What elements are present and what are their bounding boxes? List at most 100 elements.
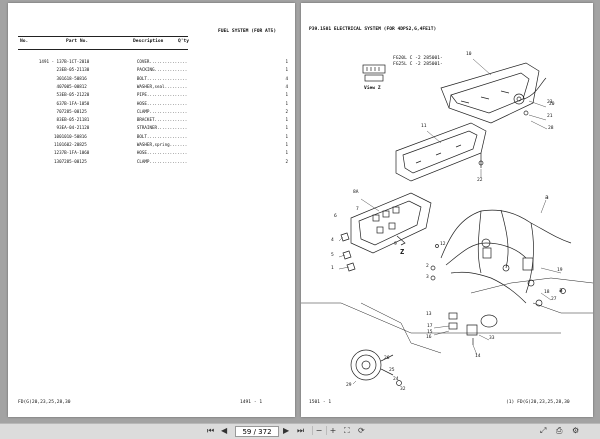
- next-page-icon[interactable]: ▶: [283, 426, 290, 435]
- part-index: 7: [56, 108, 60, 114]
- part-qty: 1: [285, 100, 288, 106]
- part-number: 37B-1FA-1050: [59, 100, 90, 106]
- header-bottom-line: [18, 49, 188, 50]
- part-index: 2: [56, 67, 60, 73]
- part-qty: 1: [285, 59, 288, 65]
- part-description: PACKING.............: [136, 67, 188, 73]
- zoom-out-icon[interactable]: −: [312, 426, 325, 435]
- meter-cluster: [513, 77, 547, 116]
- callout-13: 13: [426, 312, 432, 317]
- letter-a-top: a: [545, 194, 549, 201]
- part-qty: 1: [285, 117, 288, 123]
- callout-15: 15: [427, 330, 433, 335]
- col-header-part-no: Part No.: [66, 39, 89, 44]
- callout-17: 17: [427, 324, 433, 329]
- part-number: 3EB-05-21220: [59, 92, 90, 98]
- part-number: 07005-00812: [59, 83, 87, 89]
- callout-21: 21: [547, 114, 553, 119]
- part-description: WASHER,spring.......: [136, 142, 188, 148]
- last-page-icon[interactable]: ⏭: [297, 426, 305, 435]
- part-qty: 1: [285, 133, 288, 139]
- callout-18: 18: [544, 290, 550, 295]
- callout-5: 5: [331, 253, 334, 258]
- part-index: 11: [54, 142, 60, 148]
- instrument-panel-cover: [440, 62, 540, 124]
- part-description: PIPE................: [136, 92, 188, 98]
- right-footer-page: 1501 - 1: [309, 400, 332, 405]
- callout-14: 14: [475, 354, 481, 359]
- right-page: P39.1501 ELECTRICAL SYSTEM (FOR 4DPS2,G,…: [301, 3, 593, 417]
- part-description: HOSE................: [136, 100, 188, 106]
- header-top-line: [18, 36, 188, 37]
- zoom-in-icon[interactable]: +: [326, 426, 339, 435]
- part-qty: 1: [285, 92, 288, 98]
- chassis-outline: [301, 277, 593, 354]
- part-description: BOLT................: [136, 133, 188, 139]
- part-qty: 1: [285, 125, 288, 131]
- part-qty: 2: [285, 108, 288, 114]
- print-icon[interactable]: ⎙: [556, 426, 563, 435]
- callout-19: 19: [557, 268, 563, 273]
- callout-10: 10: [466, 52, 472, 57]
- callout-3: 3: [426, 275, 429, 280]
- part-qty: 1: [285, 67, 288, 73]
- rotate-icon[interactable]: ⟳: [358, 426, 365, 435]
- left-page: No. Part No. Description Q'ty FUEL SYSTE…: [8, 3, 295, 417]
- callout-7: 7: [356, 207, 359, 212]
- settings-icon[interactable]: ⚙: [572, 426, 580, 435]
- first-page-icon[interactable]: ⏮: [207, 426, 215, 435]
- part-qty: 4: [285, 83, 288, 89]
- small-parts: [340, 232, 439, 281]
- callout-26: 26: [384, 356, 390, 361]
- z-arrow-label: Z: [400, 248, 405, 256]
- part-index: 13: [54, 158, 60, 164]
- part-index: 3: [56, 75, 60, 81]
- callout-9: 9: [394, 242, 397, 247]
- part-qty: 2: [285, 158, 288, 164]
- callout-11: 11: [421, 124, 427, 129]
- callout-28: 28: [548, 126, 554, 131]
- right-footer-model: (1) FD(G)20,23,25,28,30: [506, 400, 570, 405]
- col-header-qty: Q'ty: [178, 39, 190, 44]
- part-number: 01618-50816: [59, 75, 87, 81]
- callout-22: 22: [477, 178, 483, 183]
- part-number: 3EA-04-21120: [59, 125, 90, 131]
- horn-assembly: [350, 349, 402, 386]
- callout-4: 4: [331, 238, 334, 243]
- part-description: HOSE................: [136, 150, 188, 156]
- part-description: STRAINER............: [136, 125, 188, 131]
- callout-1: 1: [331, 266, 334, 271]
- callout-20: 20: [549, 102, 555, 107]
- callout-33: 33: [489, 336, 495, 341]
- part-index: 5: [56, 92, 60, 98]
- part-number: 3EB-05-21181: [59, 117, 90, 123]
- callout-29: 29: [346, 383, 352, 388]
- callout-27: 27: [551, 297, 557, 302]
- part-description: BRACKET.............: [136, 117, 188, 123]
- prev-page-icon[interactable]: ◀: [221, 426, 228, 435]
- callout-8a: 8A: [353, 190, 359, 195]
- part-index: 9: [56, 125, 60, 131]
- view-z-label: View Z: [364, 86, 381, 91]
- part-description: WASHER,seal.........: [136, 83, 188, 89]
- fit-page-icon[interactable]: ⛶: [344, 426, 350, 435]
- callout-2: 2: [426, 264, 429, 269]
- page-number-input[interactable]: [235, 426, 279, 437]
- fullscreen-icon[interactable]: ⤢: [540, 426, 547, 435]
- part-number: 07285-00125: [59, 108, 87, 114]
- callout-12: 12: [440, 242, 446, 247]
- callout-23: 23: [547, 100, 553, 105]
- switch-panel: [350, 192, 432, 254]
- part-index: 1491 - 1: [38, 59, 60, 65]
- part-number: 01010-50816: [59, 133, 87, 139]
